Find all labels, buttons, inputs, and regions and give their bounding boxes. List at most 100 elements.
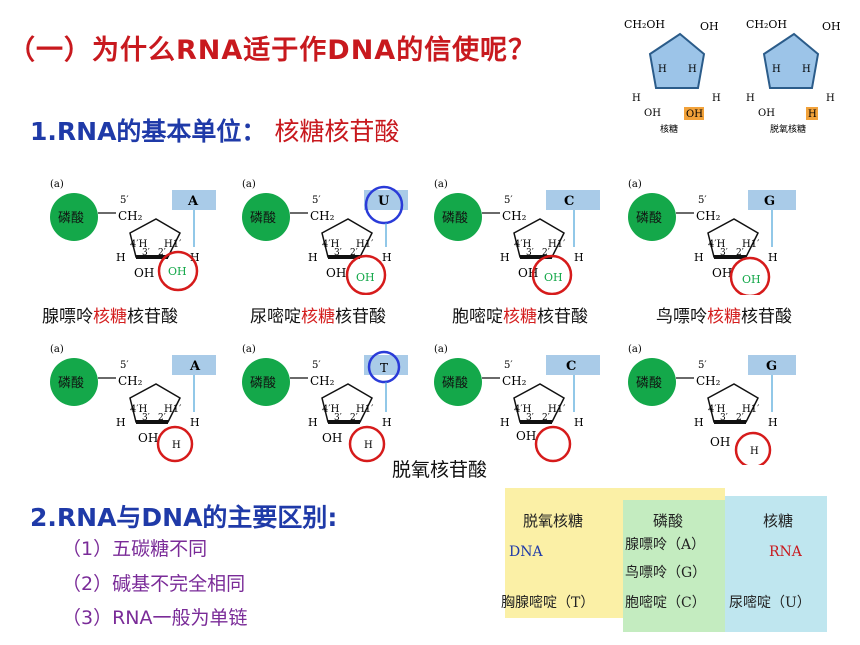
svg-text:磷酸: 磷酸 (58, 376, 84, 391)
base-label: U (378, 194, 390, 209)
ribose-caption: 核糖 (660, 123, 678, 135)
base-label: G (766, 359, 777, 374)
adenine-label: 腺嘌呤（A） (625, 537, 706, 553)
rna-label: RNA (769, 544, 802, 560)
svg-text:5′: 5′ (312, 195, 321, 206)
nucleotide-g-deoxy: (a) 磷酸 5′ CH₂ G 4′H H1′ 3′ 2′ H H OH H (628, 344, 796, 465)
guanine-label: 鸟嘌呤（G） (625, 565, 707, 581)
svg-text:OH: OH (742, 273, 761, 286)
svg-text:H1′: H1′ (164, 404, 182, 415)
nucleotide-c-deoxy: (a) 磷酸 5′ CH₂ C 4′H H1′ 3′ 2′ H H OH (434, 344, 600, 463)
svg-text:5′: 5′ (120, 360, 129, 371)
nucleotide-c-ribo: (a) 磷酸 5′ CH₂ C 4′H H1′ 3′ 2′ H H OH OH (434, 179, 600, 295)
svg-text:H: H (308, 416, 318, 429)
svg-text:OH: OH (710, 435, 730, 449)
svg-text:H: H (116, 416, 126, 429)
svg-text:2′: 2′ (350, 248, 358, 258)
svg-text:3′: 3′ (142, 413, 150, 423)
svg-text:磷酸: 磷酸 (442, 211, 468, 226)
svg-text:OH: OH (322, 431, 342, 445)
name-guanylic: 鸟嘌呤核糖核苷酸 (656, 307, 792, 327)
uracil-label: 尿嘧啶（U） (729, 595, 811, 611)
header-deoxyribose: 脱氧核糖 (523, 512, 584, 530)
nucleotide-g-ribo: (a) 磷酸 5′ CH₂ G 4′H H1′ 3′ 2′ H H OH OH (628, 179, 796, 295)
svg-text:OH: OH (544, 271, 563, 284)
svg-text:5′: 5′ (504, 195, 513, 206)
svg-text:(a): (a) (242, 344, 256, 355)
svg-text:H: H (688, 64, 697, 75)
svg-text:H: H (574, 251, 584, 264)
svg-text:4′H: 4′H (130, 239, 148, 250)
svg-text:H: H (500, 416, 510, 429)
svg-text:H: H (712, 93, 721, 104)
svg-text:4′H: 4′H (708, 404, 726, 415)
svg-text:H: H (574, 416, 584, 429)
thymine-label: 胸腺嘧啶（T） (501, 595, 595, 611)
svg-text:CH₂OH: CH₂OH (746, 18, 787, 31)
shared-region (623, 500, 725, 632)
svg-text:(a): (a) (628, 344, 642, 355)
svg-text:OH: OH (644, 108, 661, 119)
header-ribose: 核糖 (763, 512, 794, 530)
svg-text:H1′: H1′ (356, 404, 374, 415)
svg-text:OH: OH (326, 266, 346, 280)
base-label: C (564, 194, 574, 209)
svg-text:4′H: 4′H (514, 239, 532, 250)
c2-highlight-circle (348, 425, 386, 463)
cytosine-label: 胞嘧啶（C） (625, 595, 706, 611)
svg-text:5′: 5′ (698, 195, 707, 206)
svg-text:(a): (a) (434, 179, 448, 190)
svg-text:4′H: 4′H (130, 404, 148, 415)
rna-region (725, 496, 827, 632)
svg-text:OH: OH (516, 429, 536, 443)
c2-highlight-circle (157, 250, 199, 292)
sugar-structures: CH₂OH OH H H H H OH OH 核糖 CH₂OH OH H H H… (624, 18, 841, 135)
svg-text:H: H (382, 416, 392, 429)
svg-text:H1′: H1′ (164, 239, 182, 250)
base-label: C (566, 359, 576, 374)
c2-highlight-circle (534, 425, 572, 463)
svg-text:H: H (308, 251, 318, 264)
header-phosphate: 磷酸 (653, 512, 684, 530)
name-uridylic: 尿嘧啶核糖核苷酸 (250, 307, 386, 327)
svg-text:OH: OH (138, 431, 158, 445)
section1-heading: 1.RNA的基本单位：核糖核苷酸 (30, 117, 400, 146)
svg-text:CH₂: CH₂ (696, 209, 721, 223)
svg-text:CH₂OH: CH₂OH (624, 18, 665, 31)
svg-text:H: H (500, 251, 510, 264)
svg-text:3′: 3′ (526, 248, 534, 258)
svg-text:(a): (a) (50, 179, 64, 190)
svg-text:OH: OH (356, 271, 375, 284)
c2-highlight-circle (156, 425, 194, 463)
svg-text:2′: 2′ (736, 248, 744, 258)
name-cytidylic: 胞嘧啶核糖核苷酸 (452, 307, 588, 327)
comparison-table: 脱氧核糖 磷酸 核糖 DNA RNA 腺嘌呤（A） 鸟嘌呤（G） 胞嘧啶（C） … (501, 488, 827, 634)
svg-text:CH₂: CH₂ (696, 374, 721, 388)
c2-highlight-circle (531, 254, 573, 295)
svg-text:H1′: H1′ (742, 239, 760, 250)
deoxy-nucleotide-label: 脱氧核苷酸 (392, 459, 488, 481)
deoxyribose-caption: 脱氧核糖 (770, 123, 806, 135)
svg-text:OH: OH (712, 266, 732, 280)
svg-text:H: H (190, 416, 200, 429)
c2-highlight-circle (729, 256, 771, 295)
base-label: G (764, 194, 775, 209)
svg-text:H1′: H1′ (356, 239, 374, 250)
svg-text:H: H (694, 251, 704, 264)
svg-text:H: H (632, 93, 641, 104)
svg-text:H1′: H1′ (548, 404, 566, 415)
svg-text:3′: 3′ (526, 413, 534, 423)
svg-text:CH₂: CH₂ (502, 374, 527, 388)
svg-text:(a): (a) (242, 179, 256, 190)
section2-heading: 2.RNA与DNA的主要区别: (30, 503, 338, 532)
svg-text:4′H: 4′H (708, 239, 726, 250)
svg-text:H: H (826, 93, 835, 104)
svg-text:(a): (a) (628, 179, 642, 190)
svg-text:OH: OH (168, 265, 187, 278)
svg-text:H: H (768, 251, 778, 264)
svg-text:H: H (382, 251, 392, 264)
svg-text:磷酸: 磷酸 (636, 376, 662, 391)
svg-text:H: H (172, 440, 181, 451)
ribose-structure: CH₂OH OH H H H H OH OH 核糖 (624, 18, 721, 135)
difference-item: （2）碱基不完全相同 (62, 573, 246, 595)
